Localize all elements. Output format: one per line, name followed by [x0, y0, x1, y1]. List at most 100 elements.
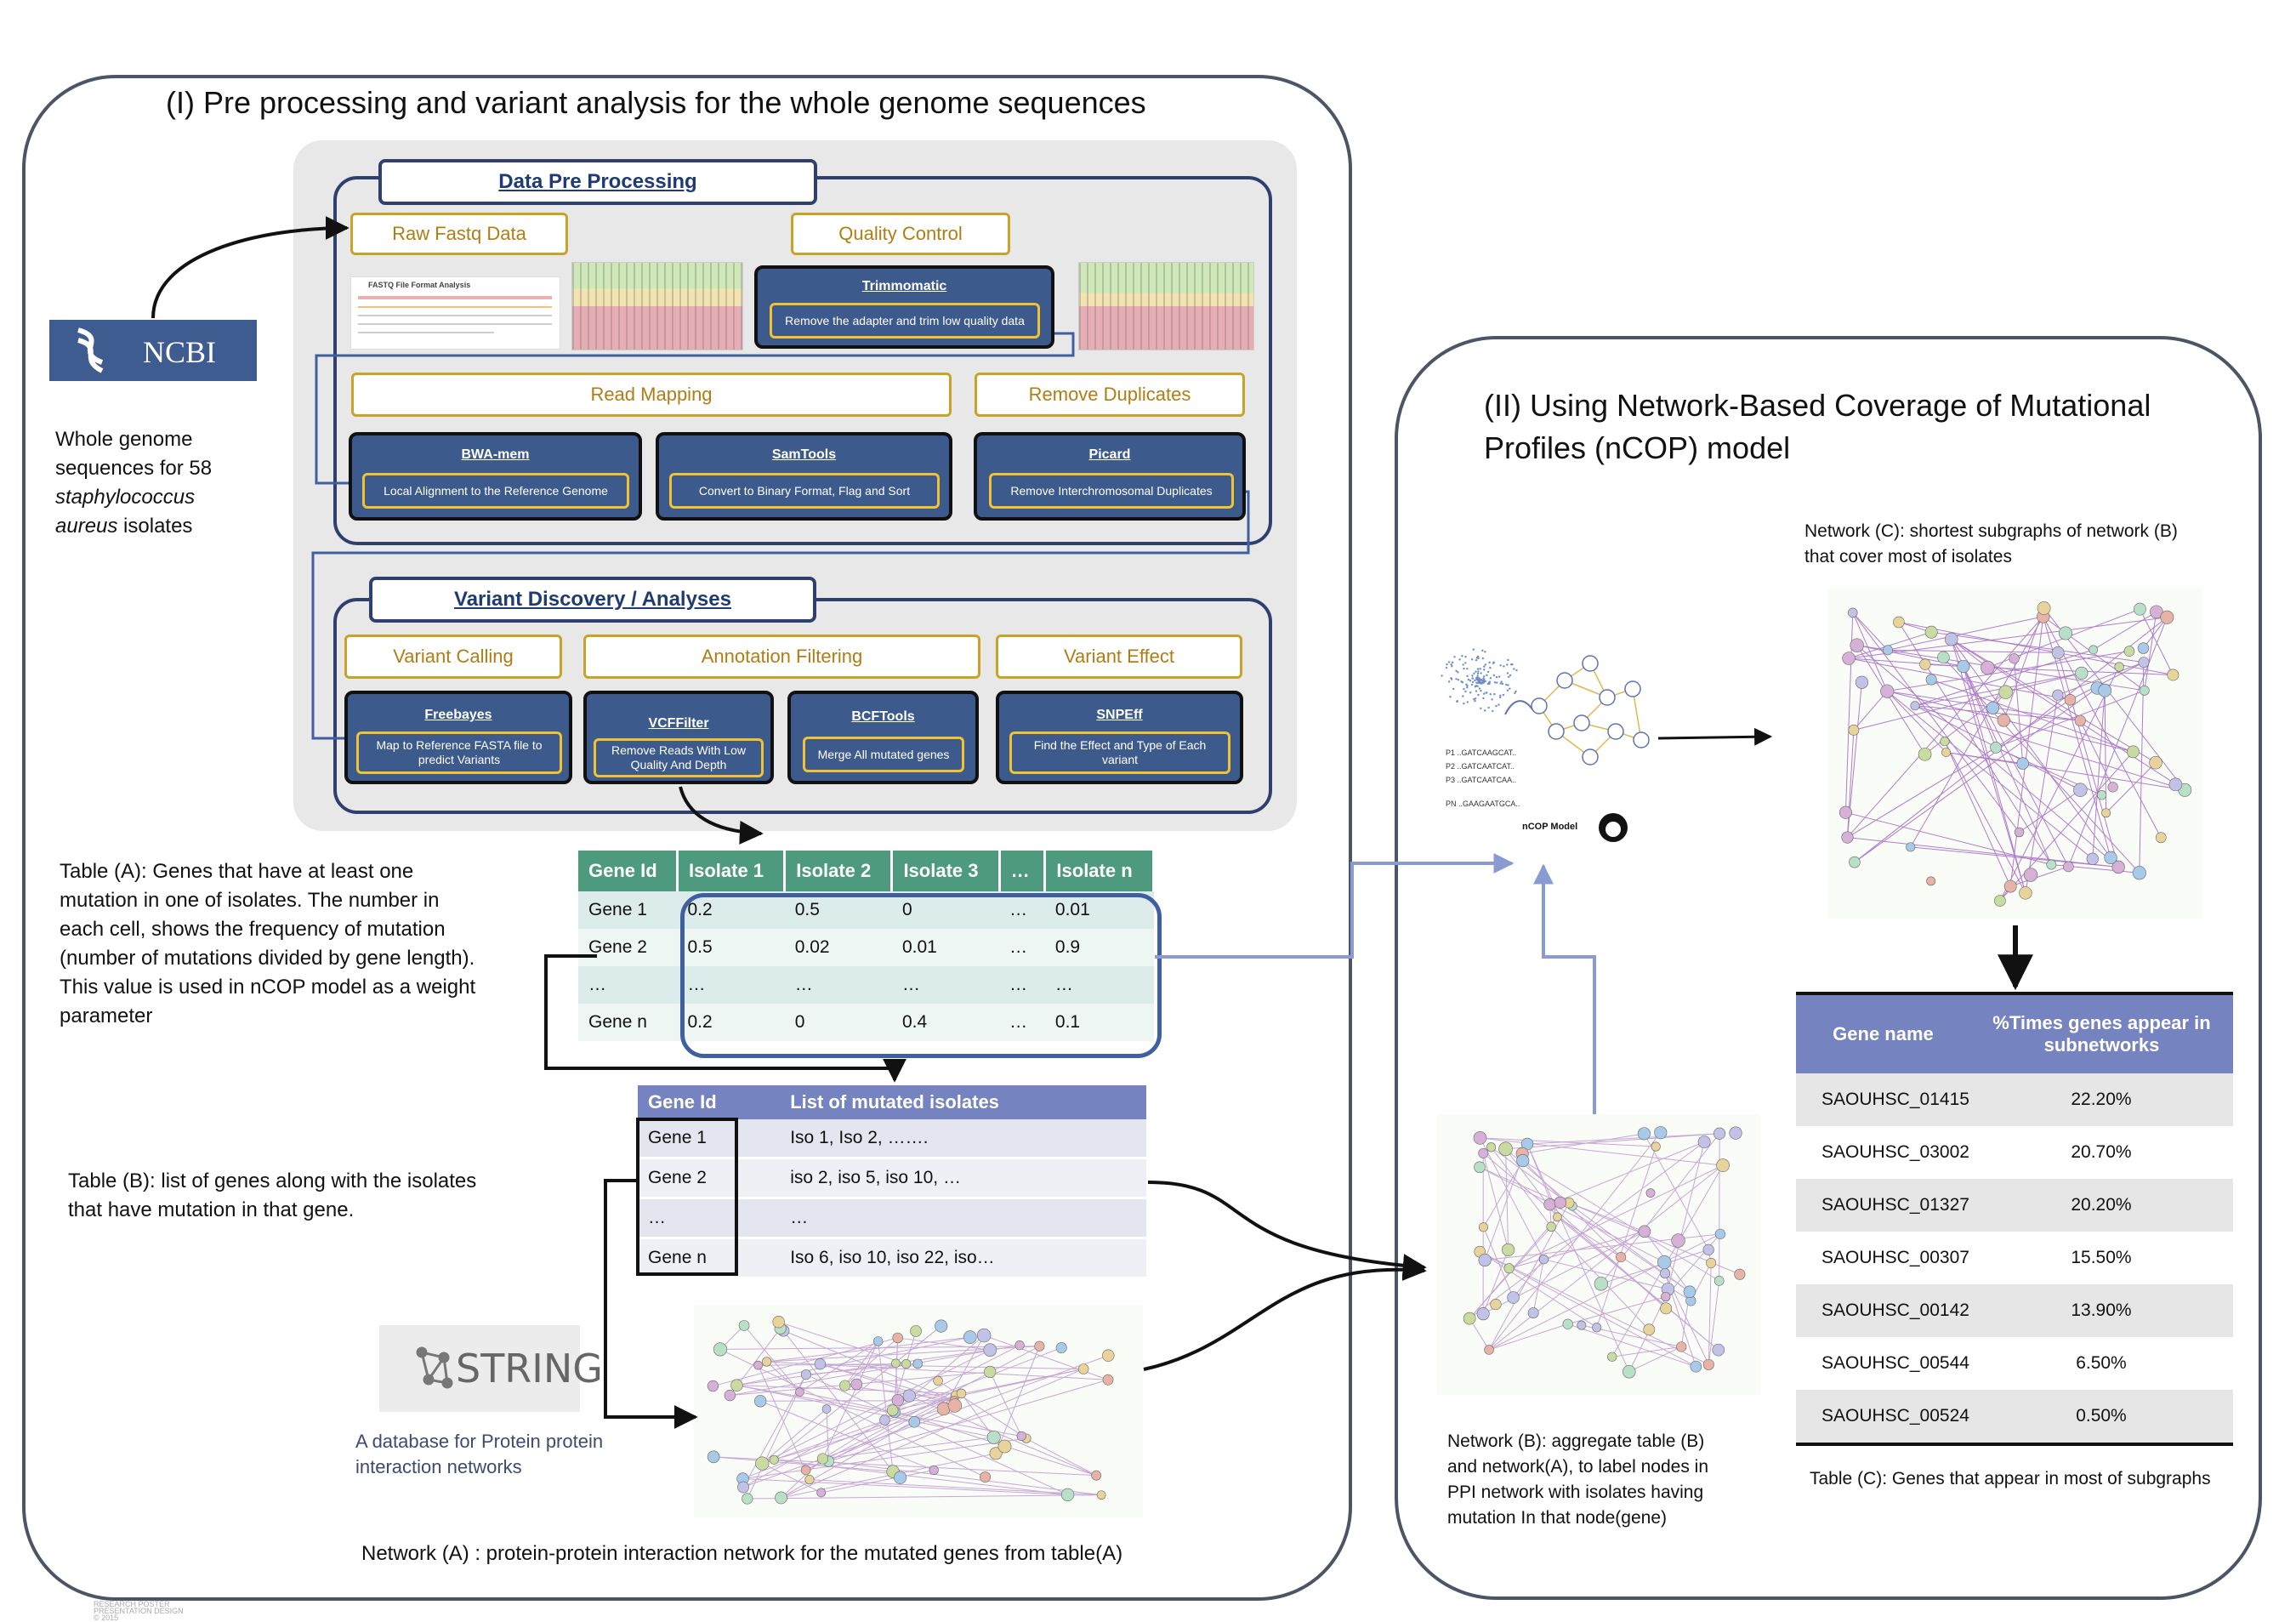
tableB-cell: iso 2, iso 5, iso 10, …	[780, 1158, 1146, 1198]
ncop-label: nCOP Model	[1522, 822, 1577, 832]
network-node	[754, 1395, 766, 1407]
network-edge	[1847, 748, 1996, 838]
network-node	[1927, 877, 1935, 885]
network-node	[708, 1380, 719, 1392]
ncop-cloud-dot	[1515, 691, 1516, 692]
tableA-header-4: …	[999, 851, 1045, 891]
network-edge	[990, 1372, 1021, 1436]
preprocessing-title: Data Pre Processing	[378, 159, 817, 205]
ncop-cloud-dot	[1491, 698, 1492, 700]
network-node	[1941, 737, 1950, 746]
ncop-patient-n: PN ..GAAGAATGCA..	[1446, 800, 1520, 808]
network-node	[1646, 1189, 1655, 1198]
network-edge	[747, 1495, 1101, 1499]
network-node	[1097, 1491, 1105, 1500]
network-a-caption: Network (A) : protein-protein interactio…	[361, 1539, 1122, 1568]
network-node	[1698, 1136, 1710, 1148]
ncop-node	[1625, 681, 1640, 697]
network-node	[980, 1471, 990, 1482]
network-node	[935, 1320, 947, 1333]
network-edge	[810, 1480, 1101, 1495]
network-b-image	[1437, 1114, 1760, 1395]
network-node	[1941, 748, 1950, 756]
ncop-cloud-dot	[1482, 682, 1484, 684]
ncop-node	[1583, 749, 1598, 765]
network-node	[1998, 714, 2010, 727]
network-node	[1486, 1142, 1496, 1152]
network-node	[1644, 1324, 1655, 1335]
network-node	[987, 1431, 1000, 1443]
ncop-cloud-dot	[1496, 681, 1498, 683]
ncop-cloud-dot	[1509, 688, 1510, 690]
network-node	[2138, 643, 2149, 654]
network-node	[2108, 783, 2118, 793]
network-node	[2089, 646, 2098, 654]
network-node	[1713, 1128, 1725, 1139]
ncop-cloud-dot	[1496, 676, 1498, 678]
network-edge	[1855, 688, 2097, 862]
ncop-patient-2: P2 ..GATCAATCAT..	[1446, 762, 1515, 771]
network-node	[903, 1390, 915, 1402]
network-node	[1893, 617, 1904, 628]
ncop-cloud-dot	[1480, 668, 1481, 669]
tableB-cell: Iso 6, iso 10, iso 22, iso…	[780, 1238, 1146, 1278]
ncop-node	[1574, 715, 1589, 731]
tableC-cell: 20.70%	[1970, 1126, 2233, 1179]
tableA-cell: Gene n	[578, 1004, 678, 1041]
network-node	[1848, 608, 1857, 617]
network-node	[1958, 660, 1970, 673]
ncop-cloud-dot	[1490, 677, 1492, 679]
vcffilter-desc: Remove Reads With Low Quality And Depth	[594, 738, 764, 777]
ncop-cloud-dot	[1462, 695, 1463, 697]
ncop-cloud-dot	[1506, 663, 1508, 665]
ncop-cloud-dot	[1515, 669, 1517, 671]
ncop-cloud-dot	[1477, 670, 1479, 672]
network-node	[2102, 809, 2111, 817]
network-node	[2115, 663, 2124, 672]
ncop-cloud-dot	[1458, 658, 1460, 660]
network-node	[2065, 694, 2076, 705]
tableA-header-3: Isolate 3	[892, 851, 999, 891]
network-node	[880, 1415, 890, 1426]
ncop-cloud-dot	[1461, 655, 1463, 657]
ncop-cloud-dot	[1480, 708, 1481, 709]
ncop-cloud-dot	[1502, 683, 1503, 685]
bwa-mem-name: BWA-mem	[352, 447, 639, 463]
network-edge	[1483, 1161, 1522, 1227]
network-node	[963, 1331, 976, 1344]
tableA-cell: Gene 1	[578, 891, 678, 929]
network-node	[2168, 669, 2179, 680]
network-node	[2059, 627, 2072, 640]
ncop-patient-3: P3 ..GATCAATCAA..	[1446, 776, 1516, 784]
ncop-cloud-dot	[1507, 684, 1509, 686]
tableC-cell: SAOUHSC_01415	[1796, 1073, 1970, 1126]
remove-duplicates-label: Remove Duplicates	[975, 373, 1245, 417]
ncop-cloud-dot	[1466, 668, 1468, 669]
network-node	[839, 1380, 850, 1391]
ncop-cloud-dot	[1482, 697, 1484, 699]
ncop-cloud-dot	[1487, 671, 1489, 673]
network-node	[1035, 1341, 1044, 1351]
network-node	[1474, 1131, 1486, 1144]
tableA-header-5: Isolate n	[1045, 851, 1154, 891]
network-node	[1713, 1344, 1725, 1356]
tableC-cell: SAOUHSC_03002	[1796, 1126, 1970, 1179]
tableA-cell: Gene 2	[578, 929, 678, 966]
ncop-cloud-dot	[1476, 657, 1478, 658]
ncop-cloud-dot	[1471, 658, 1473, 660]
network-node	[1849, 725, 1859, 735]
ncop-cloud-dot	[1483, 669, 1485, 670]
ncop-cloud-dot	[1475, 670, 1476, 672]
network-node	[1015, 1340, 1025, 1350]
network-c-image	[1828, 587, 2202, 919]
network-node	[1856, 676, 1868, 689]
ncop-cloud-dot	[1476, 686, 1478, 687]
network-node	[1544, 1198, 1556, 1210]
ncop-cloud-dot	[1489, 667, 1491, 669]
network-node	[773, 1316, 785, 1328]
ncop-cloud-dot	[1477, 673, 1479, 674]
table-a-highlight	[680, 893, 1162, 1058]
picard-desc: Remove Interchromosomal Duplicates	[989, 473, 1234, 509]
network-node	[1638, 1128, 1650, 1140]
